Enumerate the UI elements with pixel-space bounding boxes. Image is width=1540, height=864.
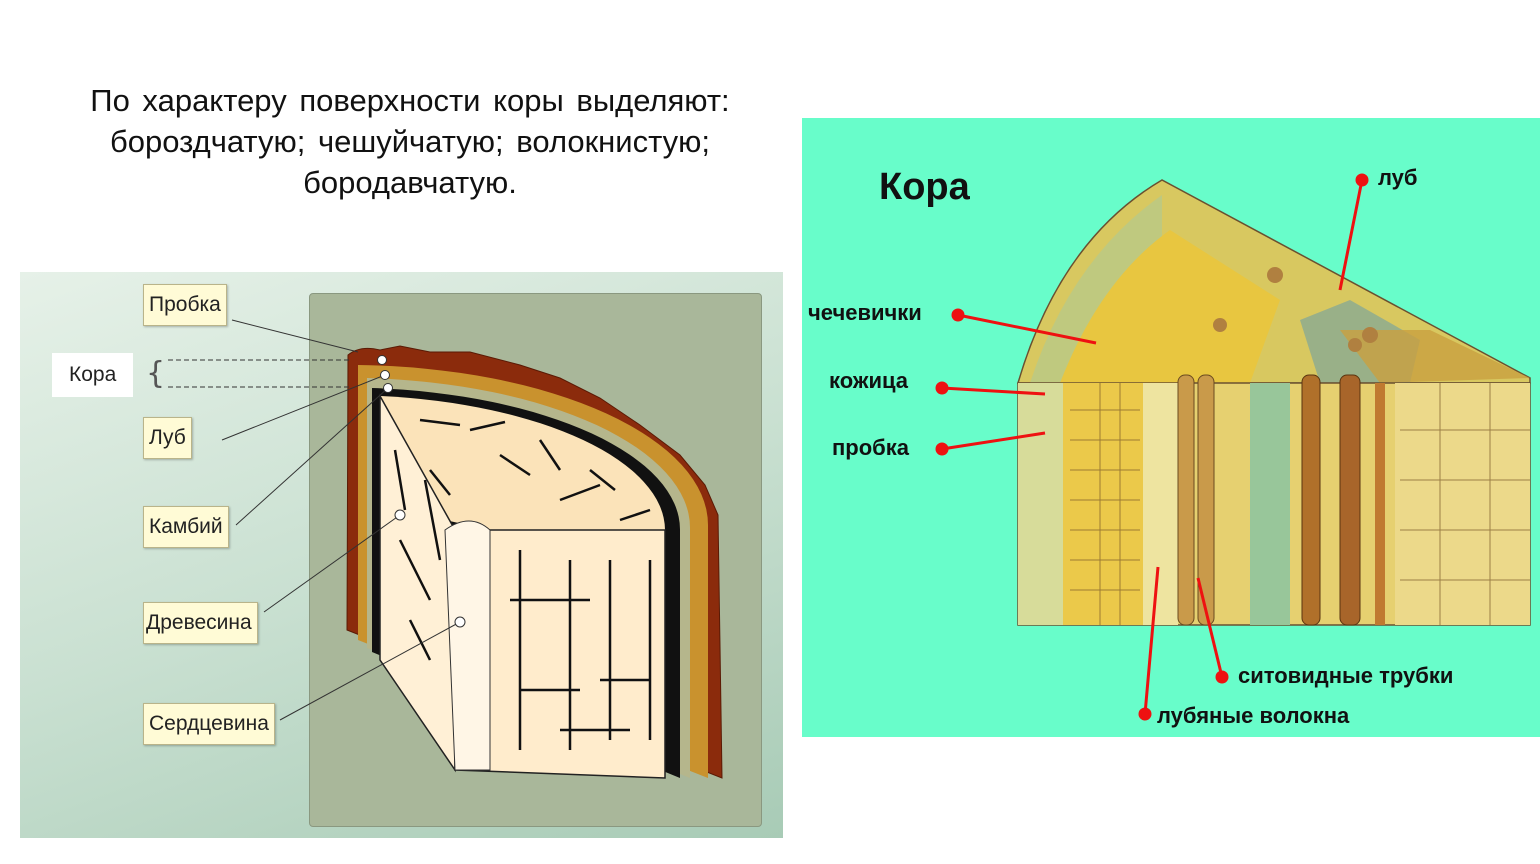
bark-structure-diagram: Кора луб чечевички кожица пробка ситовид… <box>802 118 1540 737</box>
heading-line-3: бородавчатую. <box>303 165 517 200</box>
trunk-wedge-illustration: { <box>146 319 723 779</box>
trunk-section-diagram: { Пробка Кора Луб Камбий Древесина Сердц… <box>20 272 783 838</box>
label-kambiy: Камбий <box>143 506 229 548</box>
heading-line-2: бороздчатую; чешуйчатую; волокнистую; <box>109 124 711 159</box>
label-drevesina: Древесина <box>143 602 258 644</box>
label-sitovidnye-trubki: ситовидные трубки <box>1238 663 1454 688</box>
label-kozhitsa: кожица <box>829 368 909 393</box>
heading-line-1: По характеру поверхности коры выделяют: <box>90 83 730 118</box>
label-chechevichki: чечевички <box>808 300 922 325</box>
svg-text:{: { <box>146 356 165 391</box>
label-lub: Луб <box>143 417 192 459</box>
label-lub-right: луб <box>1378 165 1418 190</box>
label-probka: Пробка <box>143 284 227 326</box>
slide-heading: По характеру поверхности коры выделяют: … <box>40 80 780 203</box>
diagram-title: Кора <box>879 166 970 208</box>
label-lubyanye-volokna: лубяные волокна <box>1157 703 1350 728</box>
label-serdtsevina: Сердцевина <box>143 703 275 745</box>
bark-cells-illustration <box>935 173 1531 721</box>
label-probka-right: пробка <box>832 435 909 460</box>
label-kora: Кора <box>52 353 134 397</box>
